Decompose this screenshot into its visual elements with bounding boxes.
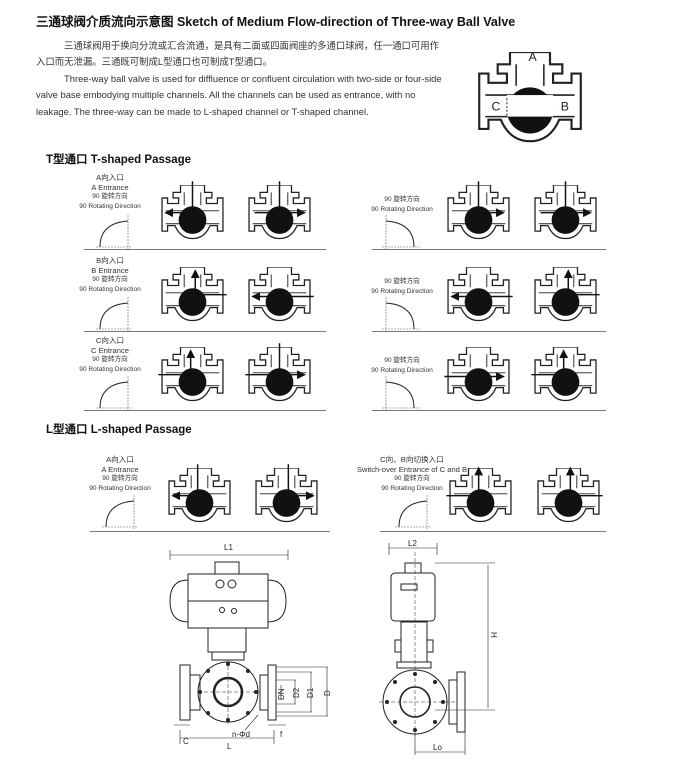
rotation-arc-icon: [96, 295, 136, 331]
rotation-arc-icon: [380, 213, 420, 249]
valve-diagram: [254, 464, 319, 528]
rotation-arc-icon: [96, 213, 136, 249]
valve-diagram: [446, 466, 513, 528]
dim-d: D: [323, 690, 332, 696]
intro-english: Three-way ball valve is used for difflue…: [36, 73, 442, 117]
rotation-arc-icon: [380, 295, 420, 331]
three-way-valve-diagram: A C B: [455, 50, 605, 152]
dim-dn: DN: [277, 688, 286, 700]
valve-diagram: [247, 181, 312, 245]
divider: [372, 410, 606, 411]
valve-diagram: [446, 181, 511, 245]
divider: [380, 531, 606, 532]
valve-diagram: [247, 267, 314, 327]
divider: [90, 531, 330, 532]
rotation-arc-icon: [395, 493, 435, 529]
front-view-dimension-drawing: L1 DN D2 D1 D C L n-Φd f: [169, 543, 332, 751]
valve-diagram: [167, 464, 232, 528]
valve-diagram: [444, 347, 511, 407]
valve-diagram: [446, 267, 513, 327]
dim-l1: L1: [224, 543, 233, 552]
valve-diagram: [533, 267, 600, 327]
dim-l: L: [227, 742, 232, 751]
dim-l0: Lo: [433, 743, 442, 752]
port-a-label: A: [528, 50, 537, 64]
divider: [84, 410, 326, 411]
rotation-arc-icon: [380, 374, 420, 410]
t-section-heading: T型通口 T-shaped Passage: [46, 154, 192, 166]
port-c-label: C: [492, 99, 501, 113]
divider: [84, 331, 326, 332]
valve-diagram: [160, 267, 227, 327]
dim-f: f: [280, 730, 283, 739]
page-title: 三通球阀介质流向示意图 Sketch of Medium Flow-direct…: [36, 15, 516, 29]
rotation-arc-icon: [96, 374, 136, 410]
dim-h: H: [489, 632, 498, 638]
valve-diagram: [531, 347, 598, 407]
valve-diagram: [158, 347, 225, 407]
dim-d1: D1: [306, 687, 315, 698]
dim-c: C: [183, 737, 189, 746]
dim-d2: D2: [292, 687, 301, 698]
side-view-dimension-drawing: L2 H Lo: [379, 539, 498, 755]
port-b-label: B: [561, 99, 569, 113]
l-section-heading: L型通口 L-shaped Passage: [46, 424, 192, 436]
dim-l2: L2: [408, 539, 417, 548]
valve-diagram: [533, 181, 598, 245]
divider: [372, 249, 606, 250]
valve-diagram: [160, 181, 225, 245]
rotation-arc-icon: [102, 493, 142, 529]
divider: [84, 249, 326, 250]
dim-n-d: n-Φd: [232, 730, 250, 739]
valve-diagram: [536, 466, 603, 528]
valve-diagram: [245, 343, 312, 407]
intro-chinese: 三通球阀用于换向分流或汇合流通，是具有二面或四面阀座的多通口球阀，任一通口可用作…: [36, 40, 440, 68]
divider: [372, 331, 606, 332]
